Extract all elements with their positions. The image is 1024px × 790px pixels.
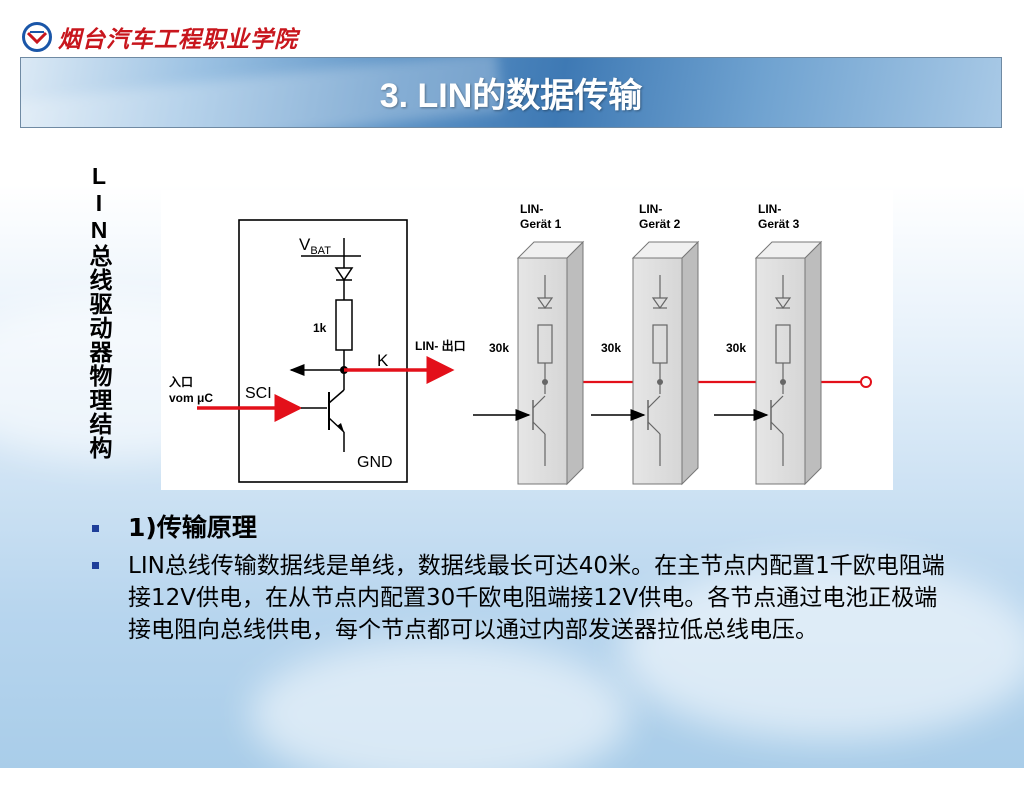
school-logo: 烟台汽车工程职业学院 (22, 20, 298, 54)
bullet-body: LIN总线传输数据线是单线，数据线最长可达40米。在主节点内配置1千欧电阻端接1… (90, 550, 950, 646)
bullet-heading: 1)传输原理 (90, 510, 950, 546)
master-box (238, 219, 408, 483)
school-name: 烟台汽车工程职业学院 (58, 26, 298, 53)
bus-terminal (860, 376, 872, 388)
lin-driver-diagram: VBAT 1k K GND SCI 入口 vom μC LIN- 出口 (161, 190, 893, 490)
resistor-1k-label: 1k (313, 321, 327, 335)
gnd-label: GND (357, 454, 393, 471)
lin-out-label: LIN- 出口 (415, 338, 466, 353)
node-k-label: K (377, 351, 389, 370)
bullet-heading-text: 1)传输原理 (128, 513, 257, 542)
resistor-1k (335, 299, 353, 351)
device-1-resistor-label: 30k (489, 341, 509, 355)
device-3-resistor-label: 30k (726, 341, 746, 355)
sci-label: SCI (245, 385, 272, 402)
diode-icon (334, 267, 354, 282)
school-emblem-icon (22, 22, 52, 52)
device-2-label: LIN- Gerät 2 (639, 202, 681, 231)
device-1-label: LIN- Gerät 1 (520, 202, 562, 231)
bullet-square-icon (92, 525, 99, 532)
title-banner: 3. LIN的数据传输 (20, 57, 1002, 128)
slide-title: 3. LIN的数据传输 (379, 77, 643, 115)
bullet-list: 1)传输原理 LIN总线传输数据线是单线，数据线最长可达40米。在主节点内配置1… (90, 510, 950, 646)
input-label: 入口 vom μC (169, 375, 213, 405)
device-2-resistor-label: 30k (601, 341, 621, 355)
lin-device-2: LIN- Gerät 2 30k (591, 202, 700, 486)
side-label: LIN总线驱动器物理结构 (86, 163, 112, 460)
device-3-label: LIN- Gerät 3 (758, 202, 800, 231)
lin-device-1: LIN- Gerät 1 30k (473, 202, 585, 486)
vbat-label: VBAT (299, 235, 331, 257)
lin-device-3: LIN- Gerät 3 30k (714, 202, 823, 486)
bullet-square-icon (92, 562, 99, 569)
bullet-body-text: LIN总线传输数据线是单线，数据线最长可达40米。在主节点内配置1千欧电阻端接1… (128, 553, 945, 643)
